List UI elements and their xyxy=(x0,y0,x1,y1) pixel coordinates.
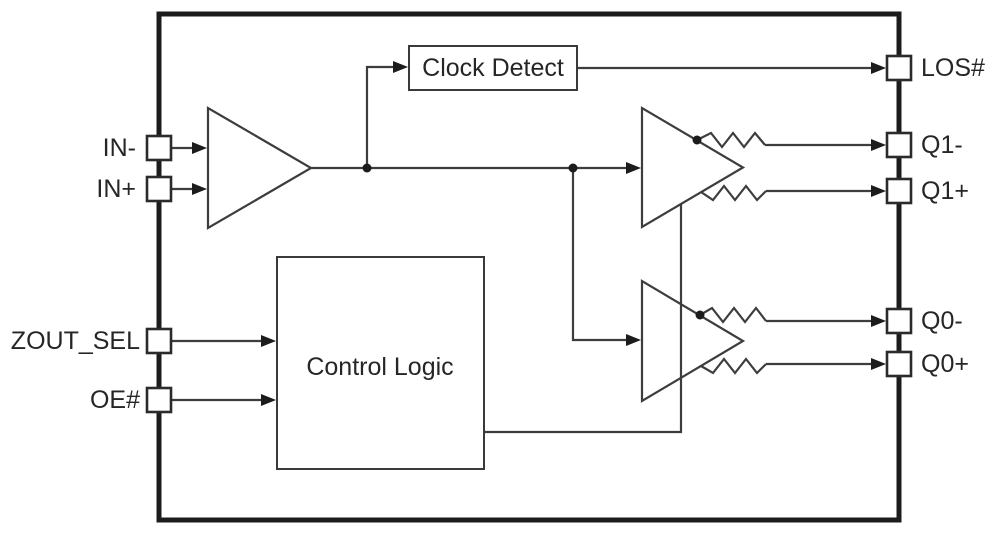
control-logic-block: Control Logic xyxy=(276,256,485,470)
los-pad xyxy=(885,54,913,82)
q1-minus-label: Q1- xyxy=(921,131,963,159)
clock-detect-to-los-wire xyxy=(577,62,886,74)
arrowhead-into-clock-detect xyxy=(393,61,408,73)
q1-plus-resistor xyxy=(700,184,767,202)
q1-minus-resistor xyxy=(696,131,766,149)
in-minus-label: IN- xyxy=(103,134,136,162)
q0-plus-output-net xyxy=(700,357,886,375)
clock-tap-segment xyxy=(365,65,393,168)
arrowhead-into-q1-minus-pin xyxy=(871,139,886,151)
pin-oe: OE# xyxy=(90,386,276,414)
pin-los: LOS# xyxy=(885,54,985,82)
pin-in-plus: IN+ xyxy=(96,175,207,203)
clock-tap-junction-dot xyxy=(362,163,372,173)
pin-q0-plus: Q0+ xyxy=(885,350,969,378)
pin-in-minus: IN- xyxy=(103,134,207,162)
in-plus-label: IN+ xyxy=(96,175,136,203)
arrowhead-into-control-logic-top xyxy=(261,335,276,347)
pin-q0-minus: Q0- xyxy=(885,307,963,335)
zout-sel-pad xyxy=(145,327,173,355)
input-buffer xyxy=(206,106,314,230)
chip-outline xyxy=(156,11,902,523)
clock-detect-label: Clock Detect xyxy=(422,54,564,82)
q1-plus-label: Q1+ xyxy=(921,177,969,205)
arrowhead-into-los-pin xyxy=(871,62,886,74)
arrowhead-into-input-buffer-top xyxy=(192,142,207,154)
control-logic-enable-wire xyxy=(484,204,683,434)
oe-pad xyxy=(145,386,173,414)
q0-branch-segment xyxy=(571,168,626,342)
q1-minus-pad xyxy=(885,131,913,159)
main-signal-wire xyxy=(311,162,641,174)
pin-q1-plus: Q1+ xyxy=(885,177,969,205)
q0-plus-label: Q0+ xyxy=(921,350,969,378)
q0-branch-junction-dot xyxy=(568,163,578,173)
clock-detect-tap-wire xyxy=(365,61,408,168)
in-minus-pad xyxy=(145,134,173,162)
control-logic-box xyxy=(276,256,485,470)
pin-zout-sel: ZOUT_SEL xyxy=(11,327,276,355)
q0-minus-label: Q0- xyxy=(921,307,963,335)
arrowhead-into-q0-buffer xyxy=(626,334,641,346)
clock-detect-block: Clock Detect xyxy=(408,45,578,91)
q0-plus-pad xyxy=(885,350,913,378)
clock-detect-box xyxy=(408,45,578,91)
q1-plus-pad xyxy=(885,177,913,205)
arrowhead-into-input-buffer-bottom xyxy=(192,183,207,195)
pin-q1-minus: Q1- xyxy=(885,131,963,159)
oe-label: OE# xyxy=(90,386,140,414)
arrowhead-into-q1-plus-pin xyxy=(871,185,886,197)
q0-plus-resistor xyxy=(700,357,767,375)
q0-minus-output-net xyxy=(695,306,886,327)
q1-output-buffer xyxy=(640,106,746,229)
q1-minus-output-net xyxy=(692,131,886,151)
zout-sel-label: ZOUT_SEL xyxy=(11,327,140,355)
q1-plus-output-net xyxy=(700,184,886,202)
q0-minus-tap-junction-dot xyxy=(695,310,705,320)
arrowhead-into-q0-minus-pin xyxy=(871,315,886,327)
control-logic-label: Control Logic xyxy=(306,353,453,381)
enable-wire-segment xyxy=(484,204,683,434)
q0-output-buffer xyxy=(640,279,746,403)
q1-minus-tap-junction-dot xyxy=(692,135,702,145)
in-plus-pad xyxy=(145,175,173,203)
arrowhead-into-q1-buffer xyxy=(626,162,641,174)
q0-branch-wire xyxy=(571,168,641,346)
los-label: LOS# xyxy=(921,54,985,82)
q0-minus-resistor xyxy=(699,306,767,324)
arrowhead-into-q0-plus-pin xyxy=(871,358,886,370)
arrowhead-into-control-logic-bottom xyxy=(261,394,276,406)
q0-minus-pad xyxy=(885,307,913,335)
